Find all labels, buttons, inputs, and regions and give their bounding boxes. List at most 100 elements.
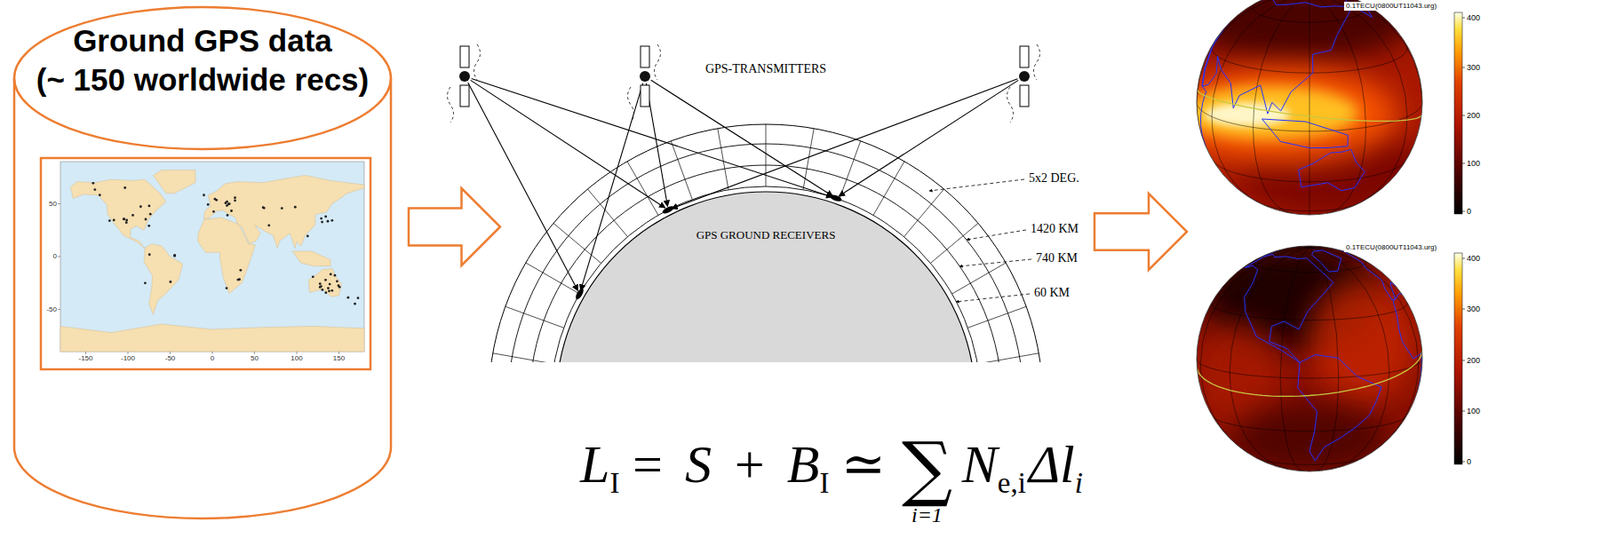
station-dot <box>93 188 96 192</box>
coastline <box>1263 250 1397 301</box>
signal-wave <box>1007 87 1014 123</box>
coastline <box>1201 35 1219 147</box>
axis-tick <box>1462 115 1465 117</box>
grid-line <box>977 353 1039 363</box>
tec-region <box>1309 278 1417 404</box>
axis-label: 150 <box>333 354 345 363</box>
axis-tick <box>1462 360 1465 362</box>
station-dot <box>228 202 231 206</box>
axis-tick <box>338 351 340 355</box>
station-dot <box>311 275 315 279</box>
station-dot <box>214 199 218 202</box>
land-area <box>292 251 331 267</box>
signal-wave <box>447 87 454 123</box>
axis-label: 100 <box>290 354 303 363</box>
formula: LI= S + BI≃∑i=1Ne,iΔli <box>580 433 1083 505</box>
solar-panel <box>640 46 650 68</box>
leader-line <box>959 259 1032 267</box>
station-dot <box>131 214 135 217</box>
station-dot <box>125 221 128 224</box>
station-dot <box>327 289 331 293</box>
colorbar-label: 300 <box>1466 304 1481 314</box>
leader-line <box>966 230 1027 240</box>
formula-subscript: I <box>609 467 620 500</box>
solar-panel <box>460 85 470 107</box>
formula-index: i=1 <box>911 504 943 526</box>
solar-panel <box>1019 85 1029 107</box>
formula-term: Δl <box>1028 435 1075 494</box>
gps-satellite <box>459 71 470 82</box>
signal-ray <box>470 79 666 208</box>
station-dot <box>262 206 266 210</box>
block-arrow <box>1094 193 1187 271</box>
grid-line <box>930 222 979 263</box>
colorbar-label: 100 <box>1466 406 1481 416</box>
magnetic-equator <box>1196 350 1422 397</box>
formula-subscript: i <box>1074 467 1083 500</box>
station-dot <box>280 206 284 210</box>
solar-panel <box>460 46 470 68</box>
station-dot <box>91 182 95 185</box>
node-text: (~ 150 worldwide recs) <box>12 60 393 100</box>
station-dot <box>148 205 152 208</box>
station-dot <box>173 254 176 258</box>
axis-tick <box>254 351 255 355</box>
station-dot <box>122 218 126 222</box>
grid-line <box>493 353 555 363</box>
axis-tick <box>1462 461 1465 463</box>
signal-ray <box>651 79 834 197</box>
station-dot <box>330 219 334 223</box>
axis-label: -50 <box>46 305 57 314</box>
station-dot <box>98 193 102 197</box>
globe-outline <box>1196 246 1423 472</box>
sigma-group: ∑i=1 <box>901 433 953 505</box>
colorbar-label: 0 <box>1466 206 1472 216</box>
tec-region <box>1204 103 1290 127</box>
station-dot <box>319 217 323 221</box>
station-dot <box>334 274 337 278</box>
station-dot <box>267 223 271 227</box>
cylinder-body <box>14 78 391 519</box>
colorbar-label: 400 <box>1466 13 1481 23</box>
station-dot <box>357 296 360 300</box>
station-dot <box>324 291 327 295</box>
axis-label: 0 <box>210 354 215 363</box>
tec-region <box>1180 86 1359 140</box>
station-dot <box>324 278 327 282</box>
coastline <box>1201 0 1351 114</box>
station-dot <box>147 224 151 228</box>
axis-tick <box>127 351 129 355</box>
coastline <box>1298 149 1365 191</box>
axis-label: 0 <box>53 252 57 261</box>
formula-term: ≃ <box>841 432 886 495</box>
map-title: 0.1TECU(0800UT11043.urg) <box>1344 1 1439 10</box>
coastline <box>1244 254 1334 363</box>
formula-subscript: e,i <box>997 467 1027 500</box>
axis-tick <box>296 351 298 355</box>
station-dot <box>144 218 148 222</box>
leader-line <box>929 179 1025 192</box>
dimension-label: 740 KM <box>1035 251 1078 266</box>
axis-tick <box>57 309 61 311</box>
formula-symbol: ∑ <box>901 433 953 505</box>
axis-tick <box>1462 258 1465 260</box>
station-dot <box>169 280 173 284</box>
formula-term: = S + B <box>628 435 820 494</box>
station-dot <box>225 286 229 290</box>
magnetic-equator <box>1197 89 1422 122</box>
signal-wave <box>628 87 635 123</box>
colorbar-label: 400 <box>1466 254 1481 263</box>
axis-tick <box>85 351 87 355</box>
coastline <box>1297 355 1382 462</box>
station-dot <box>320 221 324 224</box>
station-dot <box>125 219 128 223</box>
axis-tick <box>169 351 171 355</box>
grid-line <box>839 141 861 200</box>
solar-panel <box>640 85 650 107</box>
grid-line <box>904 189 945 238</box>
station-dot <box>123 186 127 190</box>
axis-tick <box>1462 211 1465 213</box>
globe-outline <box>1196 0 1423 215</box>
axis-label: -100 <box>120 354 136 363</box>
station-dot <box>328 283 332 287</box>
